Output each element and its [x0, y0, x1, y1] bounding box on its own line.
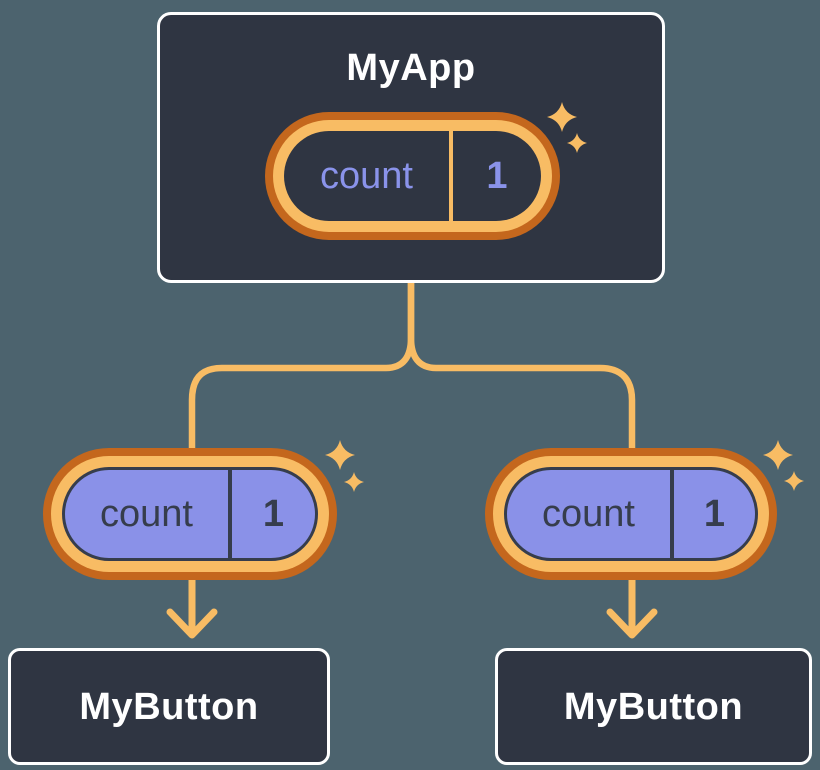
prop-pill-divider: [670, 470, 674, 558]
sparkle-icon: [325, 440, 355, 470]
prop-name: count: [542, 493, 635, 535]
prop-name: count: [100, 493, 193, 535]
sparkle-icon: [784, 471, 804, 491]
state-value: 1: [486, 155, 508, 197]
component-title: MyButton: [563, 685, 744, 728]
component-title: MyButton: [79, 685, 259, 728]
prop-pill-body: count 1: [62, 467, 318, 561]
state-pill-divider: [449, 131, 453, 221]
prop-pill-body: count 1: [504, 467, 758, 561]
component-card-myapp: MyApp count 1: [157, 12, 665, 283]
prop-pill-divider: [228, 470, 232, 558]
branch-line-left: [188, 279, 415, 456]
branch-line-right: [407, 279, 636, 456]
state-name: count: [320, 155, 413, 197]
state-pill: count 1: [265, 112, 560, 240]
component-card-mybutton-left: MyButton: [8, 648, 330, 765]
prop-value: 1: [262, 493, 285, 535]
component-card-mybutton-right: MyButton: [495, 648, 812, 765]
prop-pill-ring: count 1: [493, 456, 769, 572]
sparkle-icon: [344, 472, 364, 492]
arrow-left: [166, 574, 218, 639]
component-title: MyApp: [346, 47, 476, 89]
prop-pill-right: count 1: [485, 448, 777, 580]
state-pill-ring: count 1: [273, 120, 552, 232]
arrow-right: [606, 574, 658, 639]
prop-pill-left: count 1: [43, 448, 337, 580]
prop-pill-ring: count 1: [51, 456, 329, 572]
prop-value: 1: [703, 493, 726, 535]
sparkle-icon: [763, 440, 793, 470]
state-pill-body: count 1: [284, 131, 541, 221]
